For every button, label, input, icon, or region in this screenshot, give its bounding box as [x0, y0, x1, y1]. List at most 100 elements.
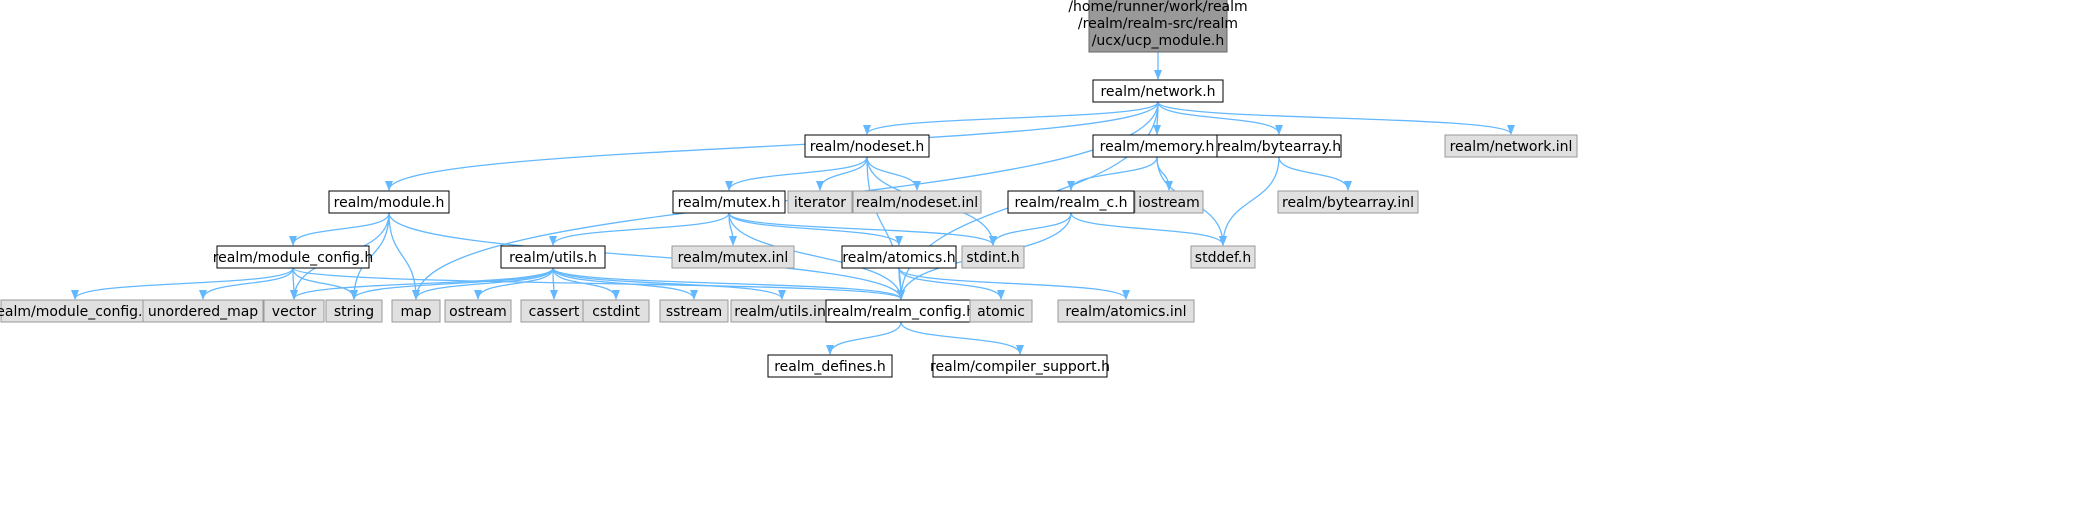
edge-nodeset_h-to-nodeset_inl	[866, 156, 921, 191]
edge-utils_h-to-ostream	[474, 267, 554, 300]
node-label-utils_inl: realm/utils.inl	[734, 304, 829, 320]
node-root: /home/runner/work/realm/realm/realm-src/…	[1068, 0, 1248, 53]
node-box-iterator	[787, 190, 853, 214]
node-bytearray_h[interactable]: realm/bytearray.h	[1216, 134, 1342, 158]
node-box-realm_c_h	[1007, 190, 1135, 214]
edge-module_h-to-realm_config_h	[388, 212, 905, 300]
node-box-bytearray_inl	[1277, 190, 1419, 214]
node-mutex_inl: realm/mutex.inl	[671, 245, 795, 269]
node-box-mutex_inl	[671, 245, 795, 269]
edge-memory_h-to-realm_c_h	[1067, 156, 1158, 191]
node-realm_defines_h[interactable]: realm_defines.h	[767, 354, 893, 378]
node-box-string	[325, 299, 383, 323]
node-utils_h[interactable]: realm/utils.h	[500, 245, 606, 269]
node-label-compiler_support_h: realm/compiler_support.h	[930, 359, 1110, 375]
node-unordered_map: unordered_map	[142, 299, 264, 323]
node-network_h[interactable]: realm/network.h	[1092, 79, 1224, 103]
node-compiler_support_h[interactable]: realm/compiler_support.h	[930, 354, 1110, 378]
node-cassert: cassert	[520, 299, 588, 323]
node-string: string	[325, 299, 383, 323]
nodes-layer: /home/runner/work/realm/realm/realm-src/…	[0, 0, 1578, 378]
node-label-cstdint: cstdint	[592, 304, 640, 320]
node-mutex_h[interactable]: realm/mutex.h	[672, 190, 786, 214]
node-label-stdint_h: stdint.h	[966, 250, 1019, 266]
node-box-stddef_h	[1190, 245, 1256, 269]
edge-module_config_h-to-string	[292, 267, 358, 300]
node-label-utils_h: realm/utils.h	[509, 250, 597, 266]
edge-module_config_h-to-unordered_map	[199, 267, 294, 300]
node-box-root	[1088, 0, 1228, 53]
node-box-compiler_support_h	[932, 354, 1108, 378]
node-box-module_h	[328, 190, 450, 214]
node-label-atomics_inl: realm/atomics.inl	[1065, 304, 1186, 320]
edge-network_h-to-module_h	[385, 101, 1159, 191]
edge-atomics_h-to-atomic	[898, 267, 1005, 300]
node-label-nodeset_h: realm/nodeset.h	[810, 139, 925, 155]
edge-module_h-to-string	[350, 212, 390, 300]
node-bytearray_inl: realm/bytearray.inl	[1277, 190, 1419, 214]
edge-realm_c_h-to-stdint_h	[989, 212, 1072, 246]
node-module_config_h[interactable]: realm/module_config.h	[213, 245, 374, 269]
edge-mutex_h-to-realm_config_h	[728, 212, 905, 300]
edge-realm_config_h-to-realm_defines_h	[826, 321, 902, 355]
node-module_h[interactable]: realm/module.h	[328, 190, 450, 214]
edge-network_h-to-network_inl	[1157, 101, 1515, 135]
node-box-map	[391, 299, 441, 323]
node-ostream: ostream	[444, 299, 512, 323]
edge-realm_config_h-to-compiler_support_h	[900, 321, 1024, 355]
edge-module_config_h-to-realm_config_h	[292, 267, 905, 300]
node-box-nodeset_h	[804, 134, 930, 158]
edge-network_h-to-nodeset_h	[863, 101, 1159, 135]
edge-utils_h-to-realm_config_h	[552, 267, 905, 300]
edge-mutex_h-to-utils_h	[549, 212, 730, 246]
edge-mutex_h-to-stdint_h	[728, 212, 997, 246]
node-nodeset_h[interactable]: realm/nodeset.h	[804, 134, 930, 158]
node-stdint_h: stdint.h	[961, 245, 1025, 269]
node-box-atomics_inl	[1057, 299, 1195, 323]
edge-utils_h-to-sstream	[552, 267, 698, 300]
node-label-ostream: ostream	[449, 304, 507, 320]
node-label-bytearray_h: realm/bytearray.h	[1217, 139, 1341, 155]
node-label-module_config_inl: realm/module_config.inl	[0, 304, 159, 320]
node-box-atomic	[969, 299, 1033, 323]
node-label-map: map	[400, 304, 431, 320]
edge-utils_h-to-map	[412, 267, 554, 300]
node-box-unordered_map	[142, 299, 264, 323]
edge-bytearray_h-to-stddef_h	[1219, 156, 1280, 246]
node-box-mutex_h	[672, 190, 786, 214]
node-box-atomics_h	[841, 245, 957, 269]
edge-module_config_h-to-module_config_inl	[71, 267, 294, 300]
node-box-iostream	[1134, 190, 1204, 214]
node-label-stddef_h: stddef.h	[1195, 250, 1251, 266]
node-label-module_h: realm/module.h	[334, 195, 445, 211]
node-realm_c_h[interactable]: realm/realm_c.h	[1007, 190, 1135, 214]
edge-bytearray_h-to-bytearray_inl	[1278, 156, 1352, 191]
node-box-cstdint	[582, 299, 650, 323]
node-atomic: atomic	[969, 299, 1033, 323]
edge-utils_h-to-vector	[290, 267, 554, 300]
node-label-vector: vector	[272, 304, 317, 320]
node-atomics_h[interactable]: realm/atomics.h	[841, 245, 957, 269]
node-box-module_config_h	[216, 245, 370, 269]
edge-atomics_h-to-atomics_inl	[898, 267, 1130, 300]
node-label-sstream: sstream	[666, 304, 722, 320]
node-box-sstream	[659, 299, 729, 323]
edge-utils_h-to-string	[350, 267, 554, 300]
node-sstream: sstream	[659, 299, 729, 323]
node-module_config_inl: realm/module_config.inl	[0, 299, 159, 323]
node-memory_h[interactable]: realm/memory.h	[1092, 134, 1222, 158]
node-box-utils_h	[500, 245, 606, 269]
node-stddef_h: stddef.h	[1190, 245, 1256, 269]
edge-utils_h-to-utils_inl	[552, 267, 786, 300]
node-box-realm_defines_h	[767, 354, 893, 378]
node-box-ostream	[444, 299, 512, 323]
node-label-root: /realm/realm-src/realm	[1078, 16, 1238, 32]
node-iterator: iterator	[787, 190, 853, 214]
node-label-unordered_map: unordered_map	[148, 304, 258, 320]
node-label-mutex_h: realm/mutex.h	[678, 195, 781, 211]
node-realm_config_h[interactable]: realm/realm_config.h	[825, 299, 977, 323]
node-iostream: iostream	[1134, 190, 1204, 214]
edge-nodeset_h-to-realm_config_h	[866, 156, 905, 300]
edge-utils_h-to-cstdint	[552, 267, 620, 300]
